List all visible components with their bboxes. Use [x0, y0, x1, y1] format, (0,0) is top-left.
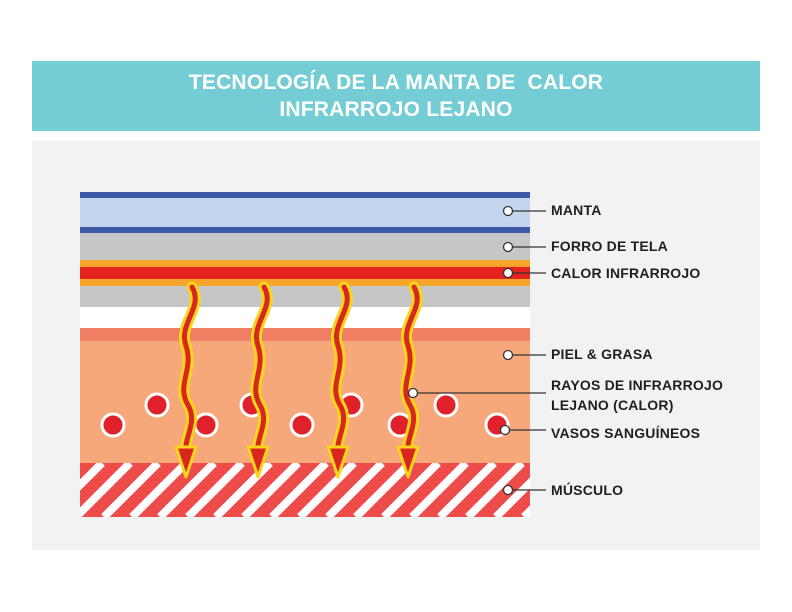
callout-calor: [502, 267, 546, 279]
title-line-2: INFRARROJO LEJANO: [279, 98, 513, 121]
infrared-ray: [246, 281, 273, 479]
label-vasos-sanguineos: VASOS SANGUÍNEOS: [551, 425, 701, 441]
title-line-1: TECNOLOGÍA DE LA MANTA DE CALOR: [188, 71, 604, 94]
label-forro-de-tela: FORRO DE TELA: [551, 238, 668, 254]
blanket-layer: [80, 192, 530, 233]
callout-piel: [502, 349, 546, 361]
blood-vessel: [144, 392, 170, 418]
blood-vessel: [100, 412, 126, 438]
infrared-rays: [174, 281, 423, 479]
callout-musculo: [502, 484, 546, 496]
infrared-heat-layer: [80, 260, 530, 286]
blood-vessels: [100, 392, 510, 438]
infrared-ray: [174, 281, 201, 479]
fabric-lining-layer: [80, 233, 530, 260]
infrared-ray: [396, 281, 423, 479]
callout-rayos: [407, 387, 546, 399]
callout-manta: [502, 205, 546, 217]
callout-forro: [502, 241, 546, 253]
blood-vessel: [289, 412, 315, 438]
lower-fabric-layer: [80, 286, 530, 328]
label-rayos-line-2: LEJANO (CALOR): [551, 397, 674, 413]
label-musculo: MÚSCULO: [551, 482, 624, 498]
blood-vessel: [433, 392, 459, 418]
blood-vessel: [193, 412, 219, 438]
title-banner: TECNOLOGÍA DE LA MANTA DE CALOR INFRARRO…: [32, 61, 760, 131]
muscle-layer: [80, 463, 530, 517]
label-piel-grasa: PIEL & GRASA: [551, 346, 653, 362]
skin-fat-layer: [80, 328, 530, 463]
callout-vasos: [499, 424, 546, 436]
callouts: [407, 205, 546, 496]
label-calor-infrarrojo: CALOR INFRARROJO: [551, 265, 701, 281]
label-manta: MANTA: [551, 202, 602, 218]
infrared-ray: [326, 281, 353, 479]
label-rayos-line-1: RAYOS DE INFRARROJO: [551, 377, 724, 393]
